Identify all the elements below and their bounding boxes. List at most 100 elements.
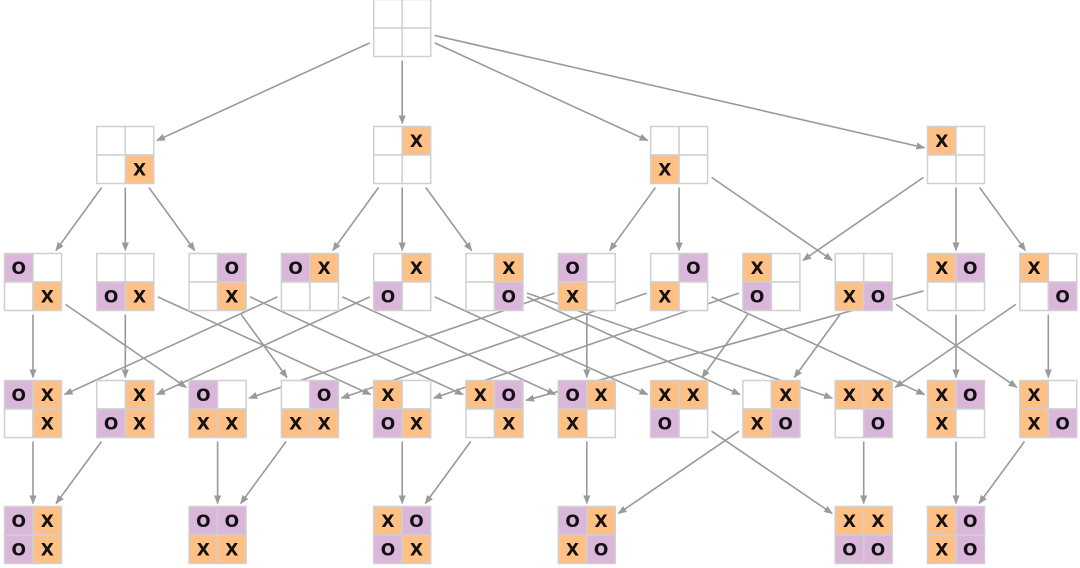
cell-x bbox=[124, 281, 155, 312]
cell-o bbox=[862, 408, 893, 439]
edge-arrow bbox=[434, 34, 926, 150]
cell-x bbox=[586, 505, 617, 536]
cell-empty bbox=[1019, 281, 1050, 312]
cell-empty bbox=[372, 154, 403, 185]
cell-mark: X bbox=[133, 386, 146, 406]
cell-x bbox=[32, 379, 63, 410]
cell-empty bbox=[678, 154, 709, 185]
cell-empty bbox=[401, 0, 432, 29]
cell-mark: X bbox=[751, 414, 764, 434]
cell-x bbox=[32, 281, 63, 312]
cell-empty bbox=[280, 379, 311, 410]
cell-mark: X bbox=[687, 386, 700, 406]
cell-o bbox=[834, 534, 865, 565]
board-node: X bbox=[926, 125, 986, 185]
cell-mark: O bbox=[686, 259, 700, 279]
cell-x bbox=[649, 379, 680, 410]
cell-empty bbox=[862, 252, 893, 283]
cell-empty bbox=[955, 125, 986, 156]
cell-mark: X bbox=[41, 414, 54, 434]
edge-arrow bbox=[148, 187, 196, 252]
cell-empty bbox=[96, 379, 127, 410]
cell-mark: O bbox=[502, 287, 516, 307]
cell-o bbox=[216, 505, 247, 536]
cell-mark: X bbox=[502, 259, 515, 279]
cell-mark: O bbox=[12, 512, 26, 532]
edge-arrow bbox=[332, 187, 380, 252]
cell-mark: X bbox=[381, 512, 394, 532]
cell-mark: O bbox=[381, 540, 395, 560]
cell-x bbox=[401, 408, 432, 439]
cell-mark: X bbox=[594, 386, 607, 406]
cell-o bbox=[3, 505, 34, 536]
cell-mark: O bbox=[1055, 287, 1069, 307]
cell-mark: X bbox=[133, 414, 146, 434]
cell-mark: X bbox=[843, 287, 856, 307]
cell-empty bbox=[372, 27, 403, 58]
cell-empty bbox=[465, 252, 496, 283]
board-node: X bbox=[649, 125, 709, 185]
edge-arrow bbox=[155, 296, 371, 396]
cell-mark: O bbox=[565, 386, 579, 406]
cell-x bbox=[926, 125, 957, 156]
cell-empty bbox=[3, 408, 34, 439]
cell-empty bbox=[955, 154, 986, 185]
cell-o bbox=[770, 408, 801, 439]
cell-mark: X bbox=[658, 386, 671, 406]
cell-mark: X bbox=[935, 414, 948, 434]
cell-mark: X bbox=[566, 287, 579, 307]
cell-mark: O bbox=[225, 259, 239, 279]
cell-mark: O bbox=[104, 287, 118, 307]
cell-mark: O bbox=[381, 287, 395, 307]
cell-mark: X bbox=[594, 512, 607, 532]
cell-x bbox=[124, 379, 155, 410]
cell-mark: O bbox=[1055, 414, 1069, 434]
cell-x bbox=[862, 505, 893, 536]
cell-o bbox=[401, 505, 432, 536]
edge-arrow bbox=[617, 430, 740, 515]
cell-mark: X bbox=[41, 512, 54, 532]
cell-o bbox=[372, 408, 403, 439]
cell-mark: X bbox=[41, 386, 54, 406]
cell-mark: O bbox=[963, 540, 977, 560]
edge-arrow bbox=[249, 296, 464, 396]
cell-x bbox=[649, 281, 680, 312]
edge-arrow bbox=[434, 296, 649, 396]
board-node: XO bbox=[742, 252, 801, 312]
cell-o bbox=[493, 379, 524, 410]
cell-mark: O bbox=[963, 386, 977, 406]
cell-o bbox=[742, 281, 773, 312]
cell-x bbox=[124, 154, 155, 185]
cell-mark: O bbox=[565, 512, 579, 532]
edge-arrow bbox=[55, 187, 103, 252]
cell-empty bbox=[649, 125, 680, 156]
cell-mark: O bbox=[963, 512, 977, 532]
cell-mark: X bbox=[935, 512, 948, 532]
edge-arrow bbox=[711, 176, 833, 261]
edge-arrow bbox=[240, 441, 287, 505]
cell-o bbox=[955, 534, 986, 565]
cell-empty bbox=[678, 125, 709, 156]
cell-x bbox=[372, 505, 403, 536]
cell-empty bbox=[188, 252, 219, 283]
cell-empty bbox=[1047, 379, 1078, 410]
cell-o bbox=[955, 379, 986, 410]
cell-mark: X bbox=[133, 287, 146, 307]
cell-mark: X bbox=[410, 132, 423, 152]
cell-mark: X bbox=[658, 287, 671, 307]
cell-empty bbox=[678, 281, 709, 312]
board-node: OX bbox=[557, 252, 617, 312]
cell-mark: X bbox=[751, 259, 764, 279]
cell-x bbox=[216, 281, 247, 312]
cell-empty bbox=[678, 408, 709, 439]
cell-mark: O bbox=[409, 512, 423, 532]
